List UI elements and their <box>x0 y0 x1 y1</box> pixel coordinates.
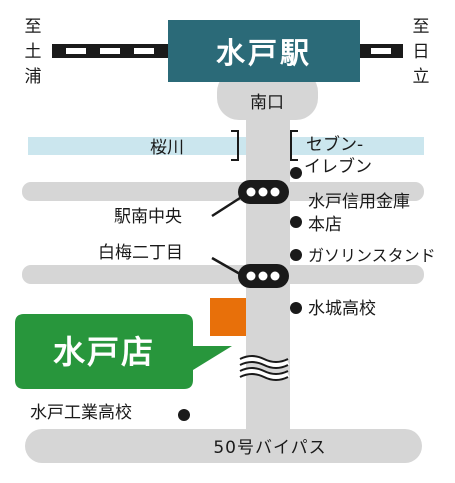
intersection-upper-label: 駅南中央 <box>114 207 182 227</box>
direction-hitachi-char-3: 立 <box>413 67 430 87</box>
sakura-river <box>28 137 424 155</box>
landmark-mito-technical-high-school-label: 水戸工業高校 <box>30 403 132 423</box>
direction-hitachi-char-2: 日 <box>413 42 430 62</box>
leader-ekiminami <box>211 196 241 218</box>
upper-cross-road <box>22 182 424 201</box>
direction-hitachi: 至 日 立 <box>413 17 430 87</box>
station-name: 水戸駅 <box>216 36 312 70</box>
landmark-dot-mito-technical-high-school <box>178 409 190 421</box>
landmark-seven-eleven-line1: セブン- <box>306 134 363 155</box>
south-exit-area <box>217 70 318 120</box>
landmark-shinkin-bank-line1: 水戸信用金庫 <box>308 192 410 212</box>
store-name: 水戸店 <box>53 333 155 371</box>
intersection-lower-label: 白梅二丁目 <box>98 243 183 263</box>
store-callout: 水戸店 <box>15 314 232 389</box>
landmark-dot-gas-station <box>290 249 302 261</box>
landmark-dot-suijo-high-school <box>290 302 302 314</box>
store-location-marker <box>210 298 246 336</box>
leader-shiraume <box>211 256 241 276</box>
route50-bypass <box>25 429 422 463</box>
traffic-signal-upper-icon <box>238 180 289 204</box>
station-box: 水戸駅 <box>168 20 360 82</box>
road-break-icon <box>238 355 290 381</box>
bridge-bracket-left <box>231 130 239 161</box>
bypass-label: 50号バイパス <box>213 438 326 458</box>
direction-tsuchiura-char-3: 浦 <box>25 67 42 87</box>
landmark-seven-eleven-line2: イレブン <box>304 156 372 177</box>
direction-hitachi-char-1: 至 <box>413 17 430 37</box>
landmark-dot-shinkin-bank <box>290 216 302 228</box>
landmark-suijo-high-school-label: 水城高校 <box>308 299 376 319</box>
traffic-signal-lower-icon <box>238 264 289 288</box>
landmark-dot-seven-eleven <box>290 167 302 179</box>
south-exit-label: 南口 <box>250 93 284 113</box>
bridge-bracket-right <box>290 130 298 161</box>
lower-cross-road <box>22 265 424 284</box>
direction-tsuchiura-char-2: 土 <box>25 42 42 62</box>
direction-tsuchiura-char-1: 至 <box>25 17 42 37</box>
direction-tsuchiura: 至 土 浦 <box>25 17 42 87</box>
landmark-gas-station-label: ガソリンスタンド <box>308 246 436 265</box>
river-label: 桜川 <box>150 138 184 158</box>
landmark-shinkin-bank-line2: 本店 <box>308 215 342 235</box>
